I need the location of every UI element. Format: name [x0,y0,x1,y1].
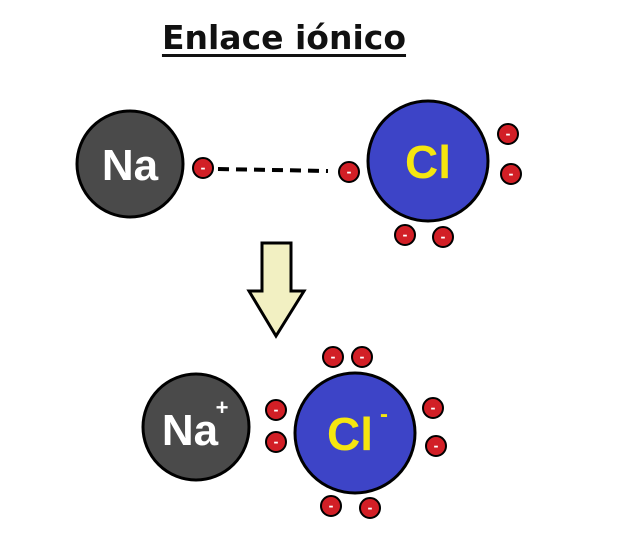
chloride-ion-charge: - [380,401,388,428]
transfer-dashed-line [217,167,329,173]
sodium-ion: Na + [141,372,251,482]
electron-sign: - [403,228,408,242]
chloride-ion: Cl - [293,371,417,495]
electron-icon: - [322,346,344,368]
electron-icon: - [394,224,416,246]
electron-sign: - [368,501,373,515]
sodium-ion-charge: + [216,395,229,420]
electrons-group: - - - - - - - - - - - - - - [192,123,522,519]
electron-sign: - [360,350,365,364]
chlorine-atom: Cl [366,99,490,223]
electron-icon: - [422,397,444,419]
electron-icon: - [497,123,519,145]
electron-icon: - [265,399,287,421]
diagram-title: Enlace iónico [161,18,407,57]
down-arrow-icon [246,241,307,339]
electron-icon: - [425,435,447,457]
electron-sign: - [274,403,279,417]
electron-icon: - [432,226,454,248]
electron-sign: - [506,127,511,141]
electron-sign: - [347,165,352,179]
electron-icon: - [192,157,214,179]
chloride-ion-symbol: Cl [327,408,373,460]
electron-sign: - [329,499,334,513]
electron-sign: - [434,439,439,453]
electron-icon: - [265,431,287,453]
electron-sign: - [201,161,206,175]
sodium-atom: Na [75,109,185,219]
electron-icon: - [359,497,381,519]
chlorine-symbol: Cl [405,136,451,188]
electron-icon: - [320,495,342,517]
electron-icon: - [338,161,360,183]
electron-sign: - [331,350,336,364]
electron-sign: - [441,230,446,244]
electron-sign: - [431,401,436,415]
electron-sign: - [274,435,279,449]
electron-sign: - [509,167,514,181]
electron-icon: - [351,346,373,368]
sodium-symbol: Na [102,141,159,190]
electron-icon: - [500,163,522,185]
sodium-ion-symbol: Na [162,406,219,455]
